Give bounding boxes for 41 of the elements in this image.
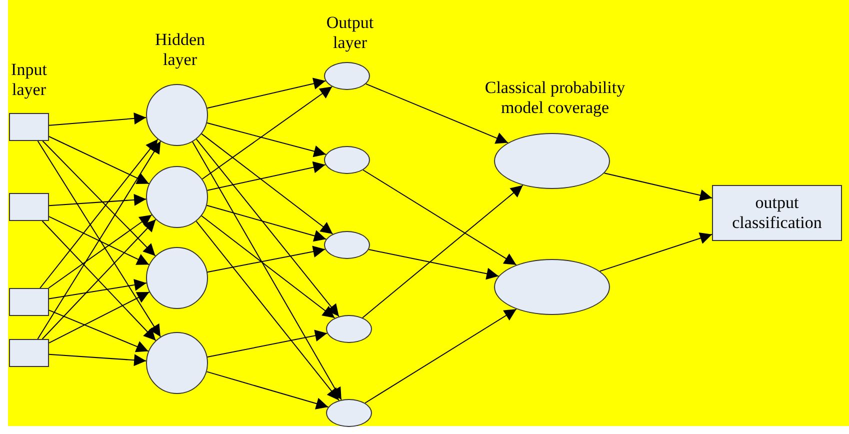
arrow [206,330,328,358]
arrow [48,136,150,184]
arrow [366,83,508,144]
arrow [202,86,333,180]
arrow [206,122,326,158]
arrow [368,249,500,280]
input-box [9,193,49,221]
arrow [206,78,326,109]
output-box [712,185,842,241]
arrow [196,138,340,317]
arrow [206,371,329,410]
input-box [9,288,49,316]
arrow [196,220,340,401]
arrow [48,279,147,300]
arrow [48,310,149,352]
input-box [9,339,49,367]
arrow [48,354,147,366]
arrow [48,112,147,126]
arrow [206,204,327,242]
arrow [40,138,158,288]
arrow [206,246,326,273]
arrow [201,215,336,318]
arrow [48,216,150,266]
arrow [364,308,517,404]
layer-heading: Output layer [325,13,375,53]
arrow [362,170,517,266]
arrow [42,140,156,256]
arrow [206,161,326,191]
layer-heading: Hidden layer [154,30,206,70]
arrow [192,141,342,400]
node-label: output classification [731,193,823,233]
arrow [604,172,712,202]
layer-heading: Classical probability model coverage [484,78,626,118]
arrow [362,184,524,318]
arrow [48,292,150,344]
arrow [599,232,712,272]
layer-heading: Input layer [10,60,48,100]
arrow [48,214,152,288]
arrow [48,194,147,206]
arrow [201,133,334,234]
input-box [9,113,49,141]
